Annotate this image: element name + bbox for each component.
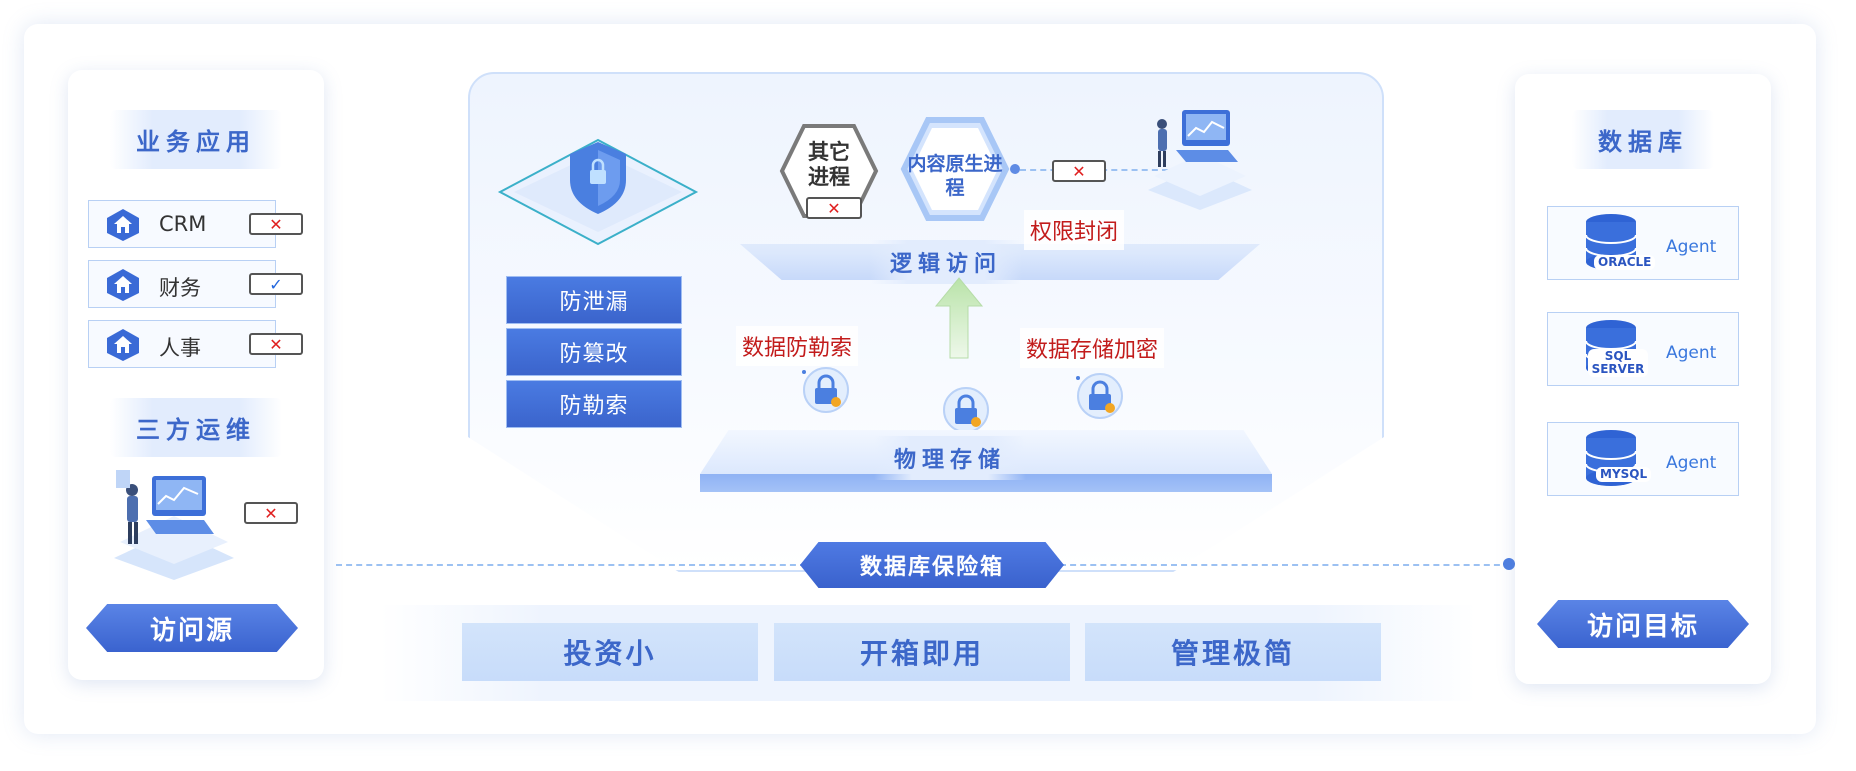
- connector-dot: [1503, 558, 1515, 570]
- protection-item-ransom: 防勒索: [506, 380, 682, 428]
- storage-encrypt-label: 数据存储加密: [1020, 328, 1165, 368]
- status-badge: ✕: [244, 502, 298, 524]
- permission-closed-label: 权限封闭: [1024, 210, 1125, 250]
- access-source-label: 访问源: [86, 604, 298, 652]
- computer-illustration-icon: [1148, 110, 1252, 210]
- database-title: 数据库: [1572, 110, 1714, 169]
- status-badge: ✕: [806, 197, 862, 219]
- lock-icon: [802, 367, 849, 413]
- source-connector-line: [336, 564, 806, 566]
- db-item-sqlserver: SQL SERVER Agent: [1547, 312, 1739, 386]
- benefit-simple-management: 管理极简: [1085, 623, 1381, 681]
- physical-storage-base: [700, 474, 1272, 492]
- app-item-finance: 财务 ✓: [88, 260, 303, 308]
- db-item-mysql: MYSQL Agent: [1547, 422, 1739, 496]
- home-icon: [107, 269, 139, 301]
- anti-ransom-label: 数据防勒索: [736, 326, 859, 366]
- shield-platform-icon: [497, 138, 699, 246]
- logic-access-label: 逻辑访问: [870, 240, 1023, 284]
- status-badge: ✕: [1052, 160, 1106, 182]
- protection-item-tamper: 防篡改: [506, 328, 682, 376]
- target-connector-line: [1060, 564, 1510, 566]
- agent-label: Agent: [1666, 237, 1717, 257]
- status-badge: ✓: [249, 273, 303, 295]
- app-label: 财务: [159, 276, 201, 300]
- database-vault-label: 数据库保险箱: [800, 542, 1064, 588]
- status-badge: ✕: [249, 333, 303, 355]
- physical-storage-label: 物理存储: [874, 436, 1027, 480]
- app-label: CRM: [159, 212, 207, 236]
- home-icon: [107, 209, 139, 241]
- third-party-ops-title: 三方运维: [110, 398, 282, 457]
- lock-icon: [1076, 373, 1123, 419]
- db-name: SQL SERVER: [1588, 349, 1648, 377]
- agent-label: Agent: [1666, 343, 1717, 363]
- access-target-label: 访问目标: [1537, 600, 1749, 648]
- business-apps-title: 业务应用: [110, 110, 282, 169]
- native-process-label: 内容原生进程: [907, 153, 1003, 199]
- benefit-ready-to-use: 开箱即用: [774, 623, 1070, 681]
- up-arrow-icon: [934, 277, 984, 359]
- db-name: MYSQL: [1596, 467, 1652, 482]
- agent-label: Agent: [1666, 453, 1717, 473]
- benefit-low-investment: 投资小: [462, 623, 758, 681]
- lock-icon: [943, 387, 989, 433]
- connector-dot: [1010, 164, 1020, 174]
- status-badge: ✕: [249, 213, 303, 235]
- app-item-hr: 人事 ✕: [88, 320, 303, 368]
- home-icon: [107, 329, 139, 361]
- app-label: 人事: [159, 336, 201, 360]
- protection-item-leak: 防泄漏: [506, 276, 682, 324]
- access-target-panel: 数据库 ORACLE Agent SQL SERVER Agent: [1515, 74, 1771, 684]
- access-source-panel: 业务应用 CRM ✕ 财务 ✓ 人事 ✕ 三方运维: [68, 70, 324, 680]
- native-process-hexagon-icon: [900, 117, 1010, 221]
- db-item-oracle: ORACLE Agent: [1547, 206, 1739, 280]
- app-item-crm: CRM ✕: [88, 200, 303, 248]
- db-name: ORACLE: [1594, 255, 1656, 270]
- workstation-illustration-icon: [114, 470, 234, 580]
- other-process-label: 其它进程: [808, 140, 850, 189]
